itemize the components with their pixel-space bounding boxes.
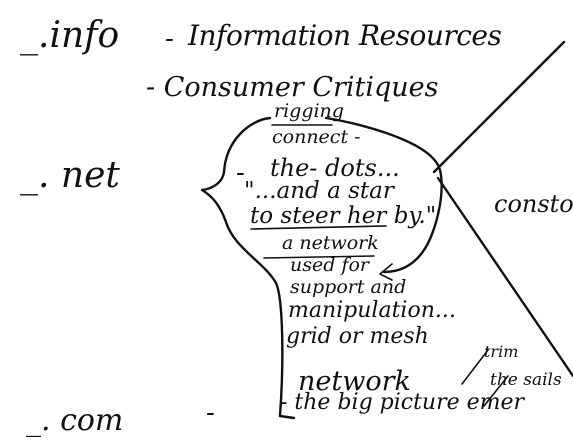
net-line-dots: the- dots... (270, 154, 400, 182)
net-line-rigging: rigging (274, 100, 344, 122)
info-dash: - (165, 24, 174, 54)
info-title: Information Resources (188, 19, 502, 52)
bracket-curve (200, 116, 284, 418)
net-line-manipulation: manipulation... (288, 298, 456, 323)
net-side-word: consto (494, 190, 573, 218)
margin-note-trim: trim (484, 342, 519, 361)
domain-net-label: _. net (20, 155, 120, 196)
arrow-head (379, 263, 393, 281)
margin-note-sails: the sails (490, 370, 562, 390)
net-line-connect: connect - (272, 126, 361, 148)
trim-divider (461, 349, 489, 385)
wrap-curve (324, 116, 443, 274)
net-dash: - (236, 158, 245, 188)
net-line-network-2: network (298, 366, 411, 397)
diagonal-line-bottom (436, 176, 573, 378)
net-line-used-for: used for (290, 254, 369, 276)
net-line-big-picture: - the big picture emer (280, 390, 525, 415)
net-line-grid: grid or mesh (286, 324, 429, 349)
network-underline (263, 255, 375, 259)
net-line-network: a network (282, 232, 379, 254)
sails-divider (483, 375, 509, 407)
bracket-bottom (278, 414, 296, 420)
diagonal-line-top (432, 40, 566, 174)
domain-com-label: _. com (26, 403, 124, 438)
net-line-star: "...and a star (244, 178, 394, 204)
quote-underline (250, 225, 387, 230)
net-line-support: support and (290, 276, 407, 298)
info-subtitle: - Consumer Critiques (146, 72, 439, 103)
com-dash: - (206, 398, 215, 428)
net-line-steer: to steer her by." (250, 203, 437, 229)
domain-info-label: _.info (20, 15, 120, 56)
